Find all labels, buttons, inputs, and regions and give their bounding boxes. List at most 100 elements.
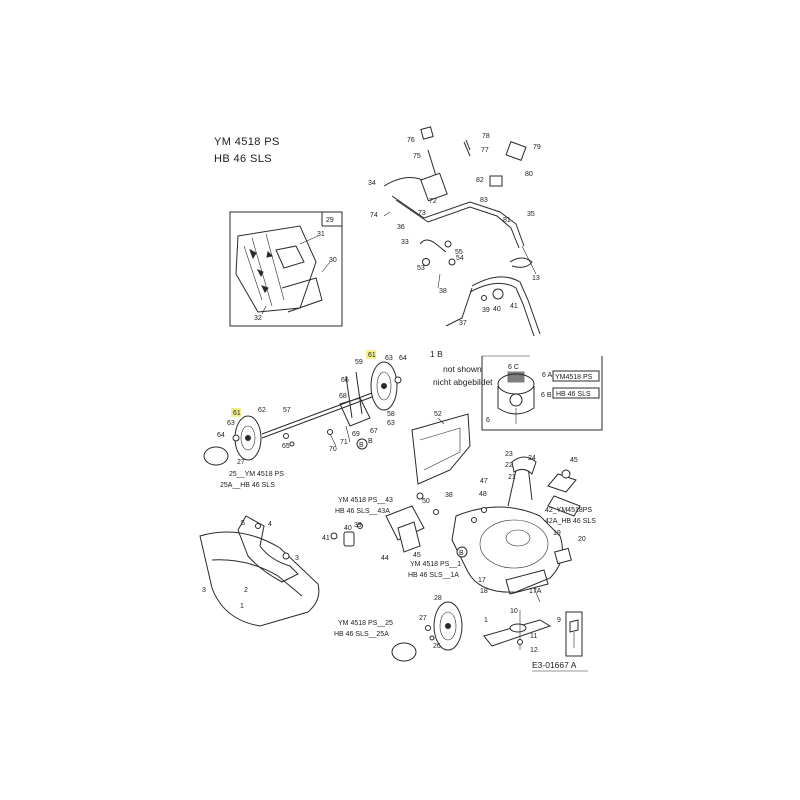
- label-11: 11: [530, 633, 537, 640]
- engine-box-a: YM4518 PS: [555, 374, 593, 381]
- label-73: 73: [418, 210, 426, 217]
- label-75: 75: [413, 153, 421, 160]
- label-38: 38: [439, 288, 447, 295]
- label-66: 66: [341, 377, 349, 384]
- height-bracket: YM 4518 PS__43 HB 46 SLS__43A 38 50 40 3…: [322, 492, 453, 562]
- label-68: 68: [339, 393, 347, 400]
- label-1: 1: [240, 603, 244, 610]
- label-80: 80: [525, 171, 533, 178]
- label-72: 72: [429, 198, 437, 205]
- label-79: 79: [533, 144, 541, 151]
- label-67: 67: [370, 428, 378, 435]
- label-38-b: 38: [445, 492, 453, 499]
- label-5: 5: [241, 520, 245, 527]
- label-54: 54: [456, 255, 464, 262]
- label-64-left: 64: [217, 432, 225, 439]
- label-29: 29: [326, 217, 334, 224]
- label-77: 77: [481, 147, 489, 154]
- model-title-line1: YM 4518 PS: [214, 136, 280, 148]
- label-44: 44: [381, 555, 389, 562]
- label-82: 82: [476, 177, 484, 184]
- label-28: 28: [434, 595, 442, 602]
- engine-ref: 1 B: [430, 349, 443, 359]
- label-26: 26: [433, 643, 441, 650]
- label-76: 76: [407, 137, 415, 144]
- label-63-right: 63: [387, 420, 395, 427]
- blade-assembly: 10 1 11 12 9: [483, 608, 583, 657]
- label-39-b: 39: [354, 522, 362, 529]
- label-20: 20: [578, 536, 586, 543]
- label-81: 81: [503, 217, 511, 224]
- label-32: 32: [254, 315, 262, 322]
- label-61-right: 61: [368, 352, 376, 359]
- label-23: 23: [505, 451, 513, 458]
- label-3-top: 3: [295, 555, 299, 562]
- label-35: 35: [527, 211, 535, 218]
- label-59: 59: [355, 359, 363, 366]
- variant-side-b: 42A_HB 46 SLS: [545, 518, 596, 525]
- label-40: 40: [493, 306, 501, 313]
- label-78: 78: [482, 133, 490, 140]
- label-34: 34: [368, 180, 376, 187]
- variant-wheel-front-a: 25__YM 4518 PS: [229, 471, 284, 478]
- variant-wheel-rear-a: YM 4518 PS__25: [338, 620, 393, 627]
- label-39: 39: [482, 307, 490, 314]
- label-64-top: 64: [399, 355, 407, 362]
- model-title-line2: HB 46 SLS: [214, 153, 272, 165]
- label-6a: 6 A: [542, 372, 552, 379]
- engine-box-b: HB 46 SLS: [556, 391, 591, 398]
- label-53: 53: [417, 265, 425, 272]
- label-45-side: 45: [570, 457, 578, 464]
- label-36: 36: [397, 224, 405, 231]
- label-12: 12: [530, 647, 538, 654]
- engine-note-en: not shown: [443, 364, 482, 374]
- label-45: 45: [413, 552, 421, 559]
- label-6c: 6 C: [508, 364, 519, 371]
- rear-axle-assembly: B: [203, 361, 402, 466]
- deck-labels: 23 24 22 21 47 48 45 42_YM4518PS 42A_HB …: [408, 451, 596, 595]
- variant-bracket-a: YM 4518 PS__43: [338, 497, 393, 504]
- label-21: 21: [508, 474, 516, 481]
- front-wheel: 28 27 26 YM 4518 PS__25 HB 46 SLS__25A: [334, 595, 463, 662]
- variant-bracket-b: HB 46 SLS__43A: [335, 508, 390, 515]
- label-69: 69: [352, 431, 360, 438]
- label-71: 71: [340, 439, 348, 446]
- label-33: 33: [401, 239, 409, 246]
- label-30: 30: [329, 257, 337, 264]
- label-27-rear: 27: [237, 459, 245, 466]
- label-3-left: 3: [202, 587, 206, 594]
- label-41-b: 41: [322, 535, 330, 542]
- drawing-code: E3-01667 A: [532, 660, 577, 670]
- rear-axle-labels: 61 59 63 64 66 68 58 63 67 B 69 71 70 57…: [217, 350, 407, 489]
- label-58: 58: [387, 411, 395, 418]
- label-18: 18: [480, 588, 488, 595]
- label-9: 9: [557, 617, 561, 624]
- label-6: 6: [486, 417, 490, 424]
- label-4: 4: [268, 521, 272, 528]
- label-31: 31: [317, 231, 325, 238]
- label-6b: 6 B: [541, 392, 552, 399]
- label-41: 41: [510, 303, 518, 310]
- label-10: 10: [510, 608, 518, 615]
- mower-deck: B: [451, 456, 581, 603]
- label-2: 2: [244, 587, 248, 594]
- label-b-deck: B: [459, 550, 464, 557]
- variant-side-a: 42_YM4518PS: [545, 507, 592, 514]
- label-52: 52: [434, 411, 442, 418]
- label-50: 50: [422, 498, 430, 505]
- side-deflector: 5 4 3 2 1 3: [199, 515, 320, 627]
- label-47: 47: [480, 478, 488, 485]
- grass-catcher-inset: 29 31 30 32: [229, 211, 343, 327]
- label-b-rear: B: [359, 442, 364, 449]
- label-74: 74: [370, 212, 378, 219]
- engine-inset: 1 B not shown nicht abgebildet 6 C 6 A 6…: [430, 349, 603, 431]
- label-70: 70: [329, 446, 337, 453]
- label-61-left: 61: [233, 410, 241, 417]
- label-62: 62: [258, 407, 266, 414]
- handle-assembly: [383, 126, 541, 337]
- discharge-flap: 52: [411, 411, 471, 485]
- label-24: 24: [528, 455, 536, 462]
- label-65: 65: [282, 443, 290, 450]
- label-40-b: 40: [344, 525, 352, 532]
